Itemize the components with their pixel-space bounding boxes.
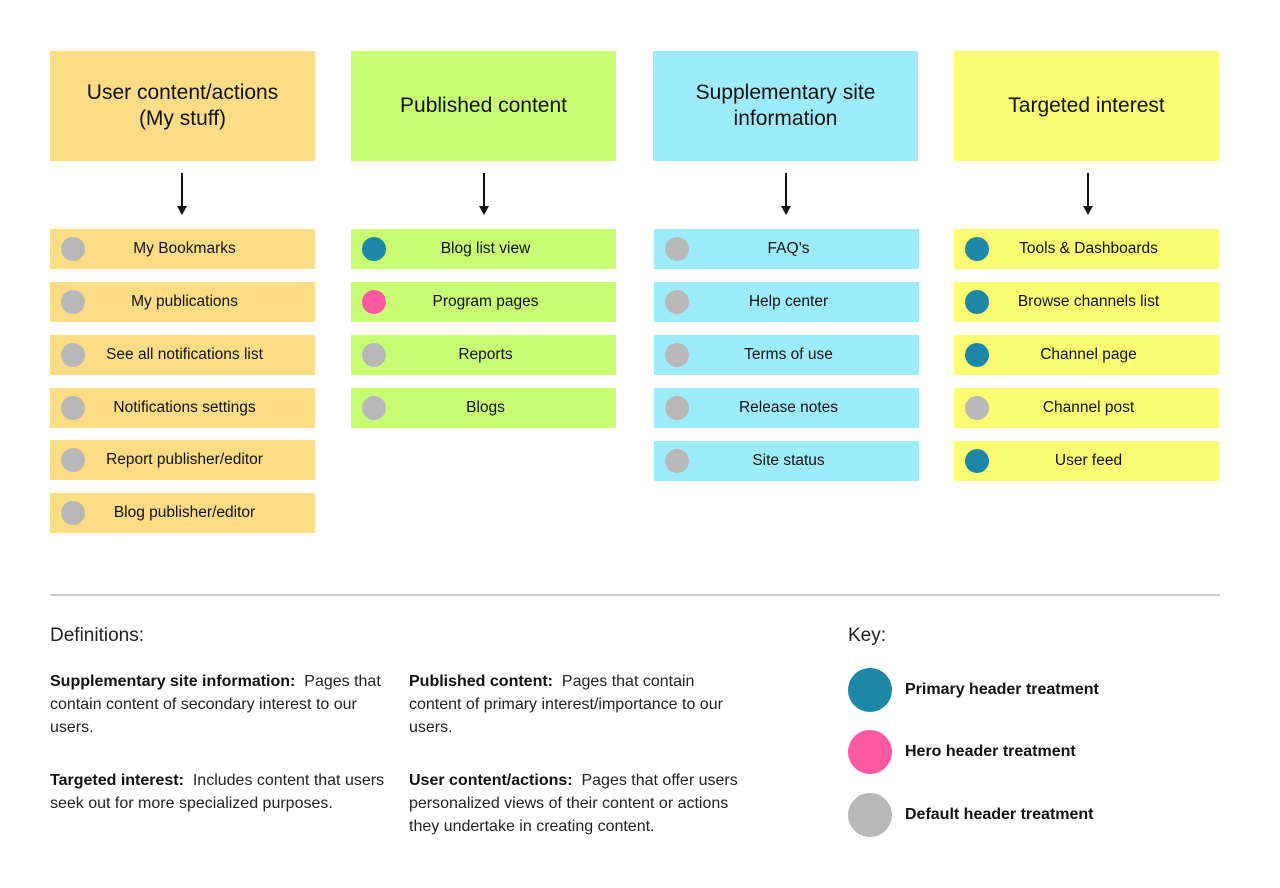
default-treatment-dot: [362, 343, 386, 367]
page-item: Terms of use: [654, 335, 919, 375]
definition-targeted: Targeted interest: Includes content that…: [50, 769, 385, 815]
primary-treatment-dot: [965, 237, 989, 261]
key-default: Default header treatment: [848, 793, 1094, 837]
page-item-label: Channel page: [1040, 346, 1137, 363]
page-item-label: My Bookmarks: [133, 240, 236, 257]
default-treatment-dot: [848, 793, 892, 837]
hero-treatment-dot: [848, 730, 892, 774]
default-treatment-dot: [665, 343, 689, 367]
page-item: Channel page: [954, 335, 1219, 375]
page-item-label: Site status: [752, 452, 825, 469]
page-item: Channel post: [954, 388, 1219, 428]
hero-treatment-dot: [362, 290, 386, 314]
page-item-label: Help center: [748, 293, 829, 310]
definition-text: Pages that contain content of secondary …: [50, 673, 381, 736]
header-supplementary-info: Supplementary site information: [653, 51, 918, 161]
key-label: Hero header treatment: [905, 743, 1076, 760]
header-targeted-interest: Targeted interest: [954, 51, 1219, 161]
definition-text: Pages that offer users personalized view…: [409, 772, 738, 835]
default-treatment-dot: [61, 343, 85, 367]
definition-supplementary: Supplementary site information: Pages th…: [50, 670, 385, 739]
arrow-down-icon: [1083, 173, 1093, 215]
default-treatment-dot: [362, 396, 386, 420]
header-user-content: User content/actions (My stuff): [50, 51, 315, 161]
default-treatment-dot: [61, 237, 85, 261]
page-item: Blog list view: [351, 229, 616, 269]
page-item: Reports: [351, 335, 616, 375]
definition-text: Pages that contain content of primary in…: [409, 673, 723, 736]
definition-term: Published content:: [409, 673, 553, 690]
default-treatment-dot: [61, 448, 85, 472]
header-published-content: Published content: [351, 51, 616, 161]
key-label: Primary header treatment: [905, 681, 1099, 698]
page-item-label: Notifications settings: [113, 399, 256, 416]
page-item-label: Program pages: [432, 293, 539, 310]
page-item-label: See all notifications list: [106, 346, 263, 363]
key-hero: Hero header treatment: [848, 730, 1076, 774]
default-treatment-dot: [61, 290, 85, 314]
page-item: User feed: [954, 441, 1219, 481]
page-item: My publications: [50, 282, 315, 322]
default-treatment-dot: [665, 449, 689, 473]
default-treatment-dot: [665, 396, 689, 420]
page-item-label: Terms of use: [744, 346, 833, 363]
page-item-label: Blogs: [466, 399, 505, 416]
page-item: Site status: [654, 441, 919, 481]
page-item-label: Blog publisher/editor: [113, 504, 256, 521]
page-item-label: User feed: [1054, 452, 1123, 469]
key-label: Default header treatment: [905, 806, 1094, 823]
definition-term: Targeted interest:: [50, 772, 184, 789]
default-treatment-dot: [965, 396, 989, 420]
page-item: Notifications settings: [50, 388, 315, 428]
default-treatment-dot: [665, 237, 689, 261]
definition-published: Published content: Pages that contain co…: [409, 670, 744, 739]
page-item-label: Report publisher/editor: [106, 451, 263, 468]
page-item-label: Channel post: [1042, 399, 1135, 416]
definition-term: Supplementary site information:: [50, 673, 296, 690]
page-item: Browse channels list: [954, 282, 1219, 322]
page-item: Help center: [654, 282, 919, 322]
definition-term: User content/actions:: [409, 772, 573, 789]
page-item-label: FAQ’s: [767, 240, 810, 257]
page-item-label: Release notes: [738, 399, 839, 416]
primary-treatment-dot: [965, 290, 989, 314]
page-item: FAQ’s: [654, 229, 919, 269]
page-item: Tools & Dashboards: [954, 229, 1219, 269]
page-item-label: Tools & Dashboards: [1019, 240, 1158, 257]
page-item: Report publisher/editor: [50, 440, 315, 480]
primary-treatment-dot: [362, 237, 386, 261]
page-item: See all notifications list: [50, 335, 315, 375]
arrow-down-icon: [479, 173, 489, 215]
page-item: Program pages: [351, 282, 616, 322]
default-treatment-dot: [61, 396, 85, 420]
page-item-label: My publications: [131, 293, 238, 310]
primary-treatment-dot: [848, 668, 892, 712]
default-treatment-dot: [61, 501, 85, 525]
page-item: Blogs: [351, 388, 616, 428]
primary-treatment-dot: [965, 449, 989, 473]
key-primary: Primary header treatment: [848, 668, 1099, 712]
arrow-down-icon: [781, 173, 791, 215]
definition-text: Includes content that users seek out for…: [50, 772, 385, 812]
primary-treatment-dot: [965, 343, 989, 367]
page-item: My Bookmarks: [50, 229, 315, 269]
page-item-label: Reports: [458, 346, 513, 363]
definition-user-content: User content/actions: Pages that offer u…: [409, 769, 744, 838]
definitions-title: Definitions:: [50, 625, 144, 646]
section-divider: [50, 594, 1220, 596]
key-title: Key:: [848, 625, 887, 646]
page-item-label: Browse channels list: [1017, 293, 1160, 310]
page-item-label: Blog list view: [440, 240, 531, 257]
default-treatment-dot: [665, 290, 689, 314]
arrow-down-icon: [177, 173, 187, 215]
page-item: Blog publisher/editor: [50, 493, 315, 533]
page-item: Release notes: [654, 388, 919, 428]
